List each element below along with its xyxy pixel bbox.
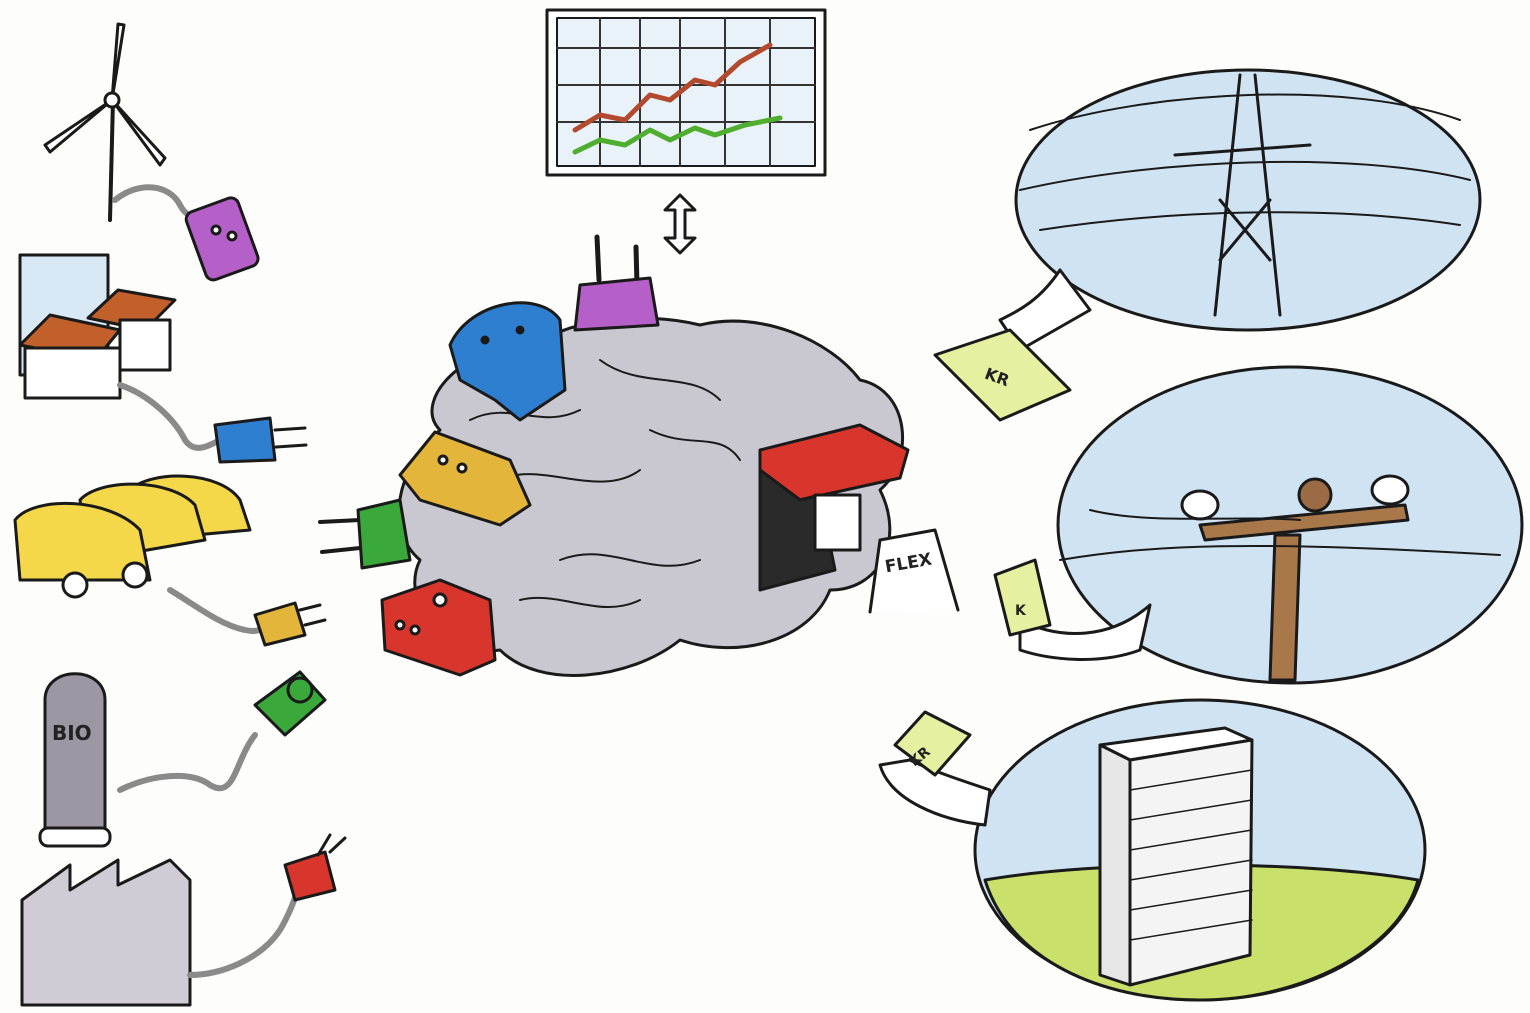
- power-pylon-bubble: [1014, 68, 1482, 332]
- red-socket-large: [380, 578, 497, 677]
- hand-with-money-2: K: [993, 558, 1152, 661]
- blue-socket-large: [448, 301, 567, 422]
- purple-plug-large: [573, 234, 660, 332]
- wind-turbine-icon: [43, 22, 208, 222]
- yellow-socket-large: [398, 430, 532, 527]
- office-building-bubble: [973, 698, 1427, 1002]
- yellow-plug-small: [253, 601, 327, 647]
- utility-pole-icon: [1059, 474, 1501, 682]
- red-awning-socket: [758, 423, 910, 592]
- money-label-2: K: [1015, 603, 1027, 619]
- bio-tank-icon: BIO: [38, 672, 258, 848]
- flex-sign-icon: FLEX: [868, 528, 960, 614]
- blue-plug-small: [213, 416, 308, 464]
- utility-pole-bubble: [1056, 365, 1524, 685]
- green-plug-large: [318, 498, 412, 570]
- red-plug-small: [283, 833, 347, 902]
- purple-plug-small: [184, 196, 260, 282]
- cars-icon: [13, 474, 273, 634]
- houses-icon: [18, 253, 223, 451]
- bird-icon: [1297, 477, 1333, 513]
- double-arrow-icon: [663, 193, 697, 255]
- green-plug-small: [253, 670, 327, 737]
- office-building-icon: [1098, 726, 1254, 987]
- bio-label: BIO: [52, 721, 92, 745]
- hand-with-money-1: KR: [933, 268, 1092, 422]
- factory-icon: [20, 858, 308, 1007]
- market-chart-icon: [545, 8, 827, 177]
- hand-with-money-3: KR: [878, 710, 992, 827]
- power-pylon-icon: [1019, 73, 1471, 317]
